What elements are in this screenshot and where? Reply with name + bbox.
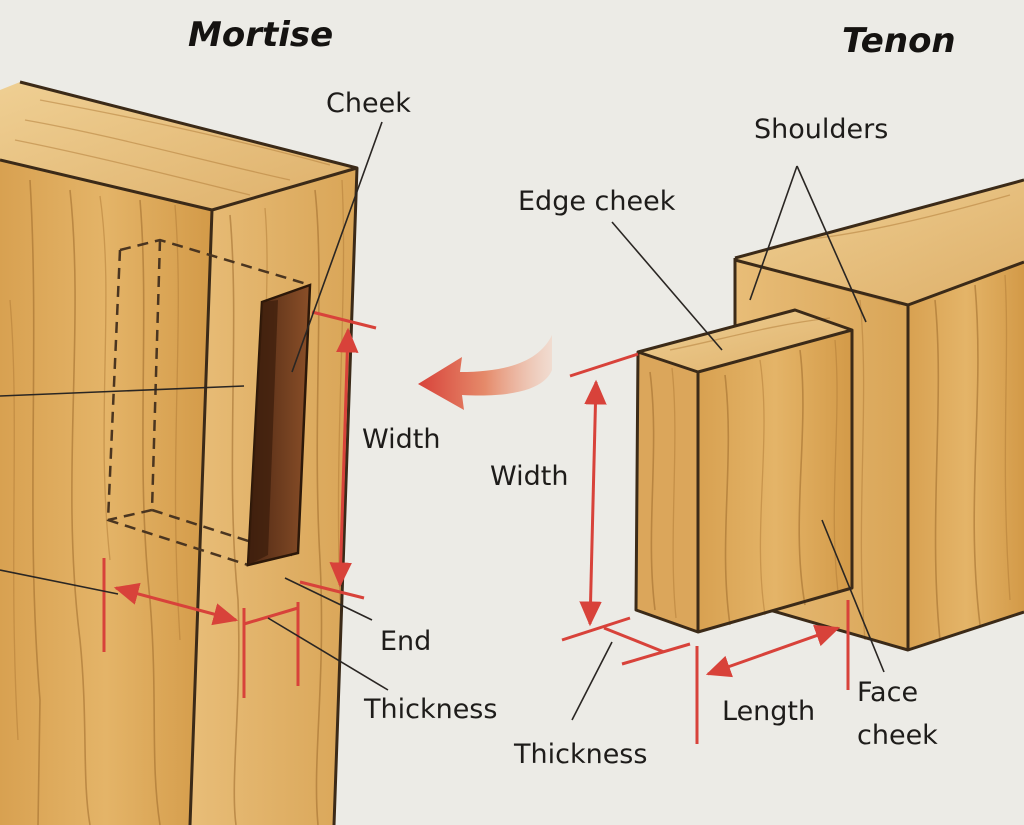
label-shoulders: Shoulders: [754, 114, 888, 145]
tenon-outline: [634, 308, 854, 634]
label-tenon-thickness: Thickness: [513, 739, 647, 770]
tenon-face-cheek: [698, 330, 852, 632]
label-face-cheek-line1: Face: [857, 677, 918, 708]
tenon-rail: [634, 178, 1024, 652]
label-end: End: [380, 626, 431, 657]
label-tenon-width: Width: [490, 461, 568, 492]
tenon-grain: [649, 317, 839, 626]
curved-arrow-left-icon: [418, 335, 552, 410]
title-mortise: Mortise: [188, 15, 333, 55]
mortise-top-grain: [14, 99, 331, 196]
tenon-end-grain: [636, 352, 698, 632]
mortise-post-front-face: [0, 160, 212, 825]
mortise-thickness-dimension: [243, 602, 300, 686]
leader-lines: [0, 121, 885, 721]
label-edge-cheek: Edge cheek: [518, 186, 676, 217]
mortise-post-top-face: [0, 82, 357, 210]
mortise-post: [0, 80, 359, 825]
tenon-width-dimension: [561, 352, 639, 642]
mortise-width-dimension: [299, 310, 377, 600]
tenon-rail-long-face: [908, 262, 1024, 650]
tenon-length-dimension: [695, 600, 850, 744]
title-tenon: Tenon: [842, 21, 956, 61]
mortise-hidden-outline: [106, 238, 311, 567]
mortise-front-grain: [9, 179, 181, 825]
label-mortise-width: Width: [362, 424, 440, 455]
label-length: Length: [722, 696, 815, 727]
tenon-edge-cheek: [638, 310, 852, 372]
tenon-thickness-dimension: [603, 626, 691, 666]
label-mortise-thickness: Thickness: [363, 694, 497, 725]
label-face-cheek-line2: cheek: [857, 720, 938, 751]
mortise-hole-inner-wall: [248, 300, 278, 565]
label-cheek: Cheek: [326, 88, 411, 119]
